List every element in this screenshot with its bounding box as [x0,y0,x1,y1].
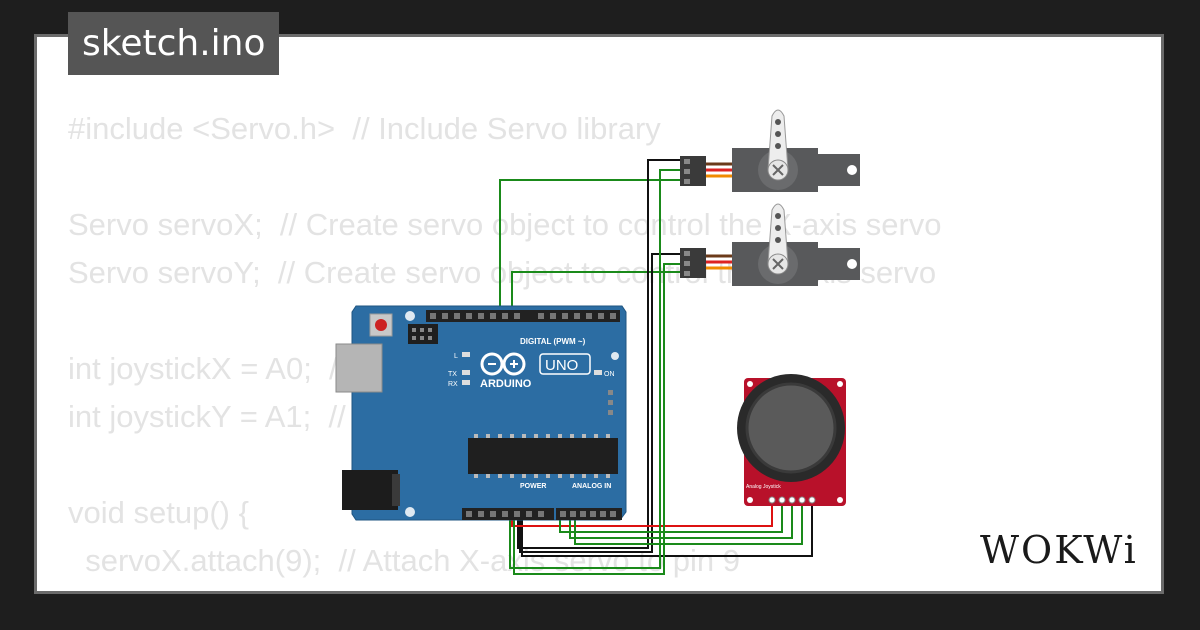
digital-header-pins [430,313,616,319]
arduino-label: ARDUINO [480,378,532,390]
svg-text:WOKWi: WOKWi [980,528,1138,572]
wire-pin10-servo-y-signal [511,271,680,318]
servo-x[interactable] [680,109,860,192]
servo-x-connector [680,156,706,186]
servo-y-connector [680,248,706,278]
wire-5v-servo-y [513,263,680,575]
svg-text:RX: RX [448,381,458,388]
servo-x-horn [767,109,789,171]
wokwi-logo-mark: WOKWi [980,528,1138,572]
arduino-uno-board[interactable]: DIGITAL (PWM ~) UNO ARDUINO L TX RX ON [335,305,627,521]
wire-a1-joystick [569,500,793,539]
power-jack [342,470,398,510]
code-line: #include <Servo.h> // Include Servo libr… [68,111,661,146]
wires [499,159,813,575]
wire-gnd-servo-y [519,253,680,553]
code-line: Servo servoX; // Create servo object to … [68,207,942,242]
code-line: servoX.attach(9); // Attach X-axis servo… [68,543,740,578]
joystick-label: Analog Joystick [746,484,781,490]
power-label: POWER [520,483,546,490]
usb-port [335,343,383,393]
analog-joystick[interactable]: Analog Joystick [737,374,846,506]
wokwi-logo: WOKWi [976,523,1148,575]
digital-header [426,310,620,322]
svg-text:L: L [454,353,458,360]
wire-gnd-servo-x [517,159,680,549]
arduino-logo [480,352,526,376]
wire-a0-joystick [559,500,783,533]
wire-pin9-servo-x-signal [499,179,680,318]
file-tab[interactable]: sketch.ino [68,12,280,75]
analog-label: ANALOG IN [572,483,611,490]
digital-label: DIGITAL (PWM ~) [520,337,586,346]
on-label: ON [604,371,615,378]
code-line: void setup() { [68,495,249,530]
servo-y[interactable] [680,203,860,286]
uno-label: UNO [545,357,578,374]
servo-y-horn [767,203,789,265]
microcontroller-chip [468,438,618,474]
wire-5v-servo-x [509,169,680,569]
joystick-knob[interactable] [745,382,837,474]
svg-text:TX: TX [448,371,457,378]
status-leds: L TX RX [448,353,458,388]
icsp-header [408,324,438,344]
wire-sel-joystick [574,500,803,545]
wire-gnd-joystick [521,500,813,557]
joystick-pins [768,496,816,504]
